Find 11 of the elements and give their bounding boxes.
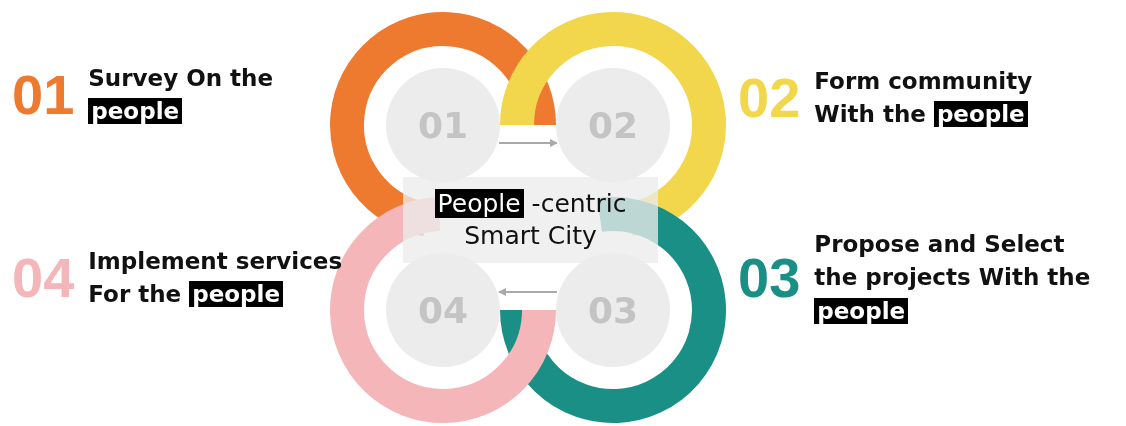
title-box: People -centric Smart City (403, 177, 658, 263)
step-number: 01 (12, 67, 75, 124)
step-description: Implement services For the people (88, 247, 344, 310)
arrow (498, 139, 558, 147)
step-description: Propose and Select the projects With the people (814, 230, 1092, 326)
step-number: 04 (12, 250, 75, 307)
step-description: Survey On the people (88, 64, 275, 127)
step-number: 02 (738, 70, 801, 127)
step-number: 03 (738, 250, 801, 306)
step-description: Form community With the people (814, 67, 1034, 130)
arrow (498, 288, 558, 296)
